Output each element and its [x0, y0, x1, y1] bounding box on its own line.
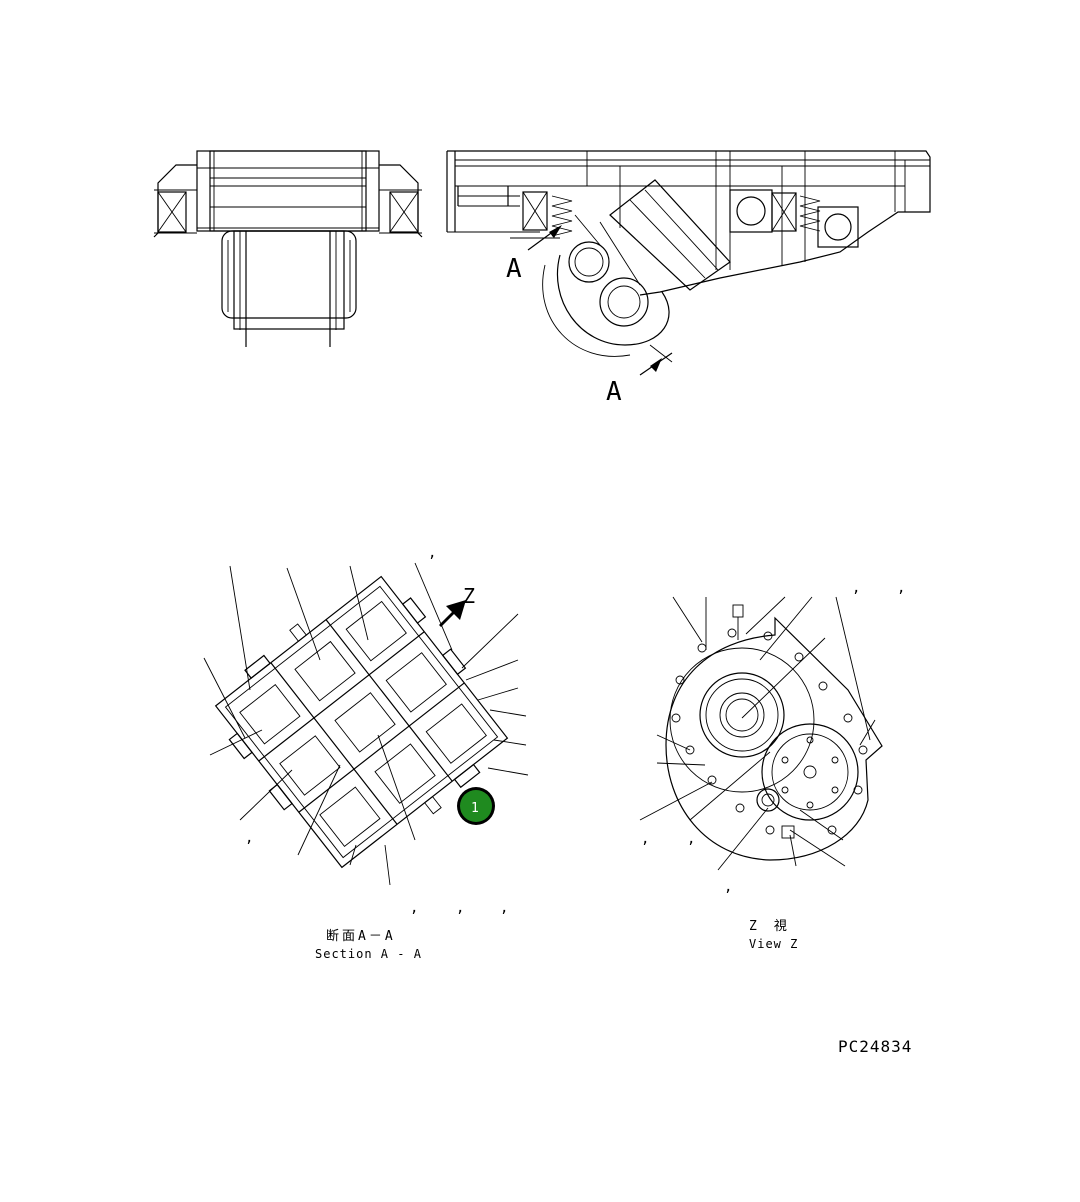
view-caption-jp: Z 視: [749, 919, 789, 934]
front-view: [153, 150, 423, 347]
comma-mark: ,: [687, 831, 695, 847]
comma-mark: ,: [724, 879, 732, 895]
section-mark-a-top: A: [506, 254, 522, 284]
section-caption-jp: 断面A－A: [326, 929, 396, 944]
comma-mark: ,: [897, 580, 905, 596]
comma-mark: ,: [456, 900, 464, 916]
section-caption-en: Section A - A: [315, 947, 422, 961]
view-caption-en: View Z: [749, 937, 798, 951]
drawing-number: PC24834: [838, 1037, 912, 1056]
comma-mark: ,: [500, 900, 508, 916]
comma-mark: ,: [852, 580, 860, 596]
comma-mark: ,: [428, 545, 436, 561]
comma-mark: ,: [410, 900, 418, 916]
callout-number: 1: [471, 801, 479, 816]
view-z: , , , , , Z 視 View Z: [639, 580, 905, 951]
comma-mark: ,: [245, 830, 253, 846]
callout-fill: [460, 790, 492, 822]
comma-mark: ,: [641, 831, 649, 847]
view-marker-z: Z: [463, 584, 475, 608]
section-mark-a-bottom: A: [606, 377, 622, 407]
side-view: A A: [446, 150, 931, 407]
section-a-a-view: Z , , , , , 1 断面A－A Section A - A: [203, 545, 529, 961]
part-callout-1[interactable]: 1: [457, 787, 495, 825]
